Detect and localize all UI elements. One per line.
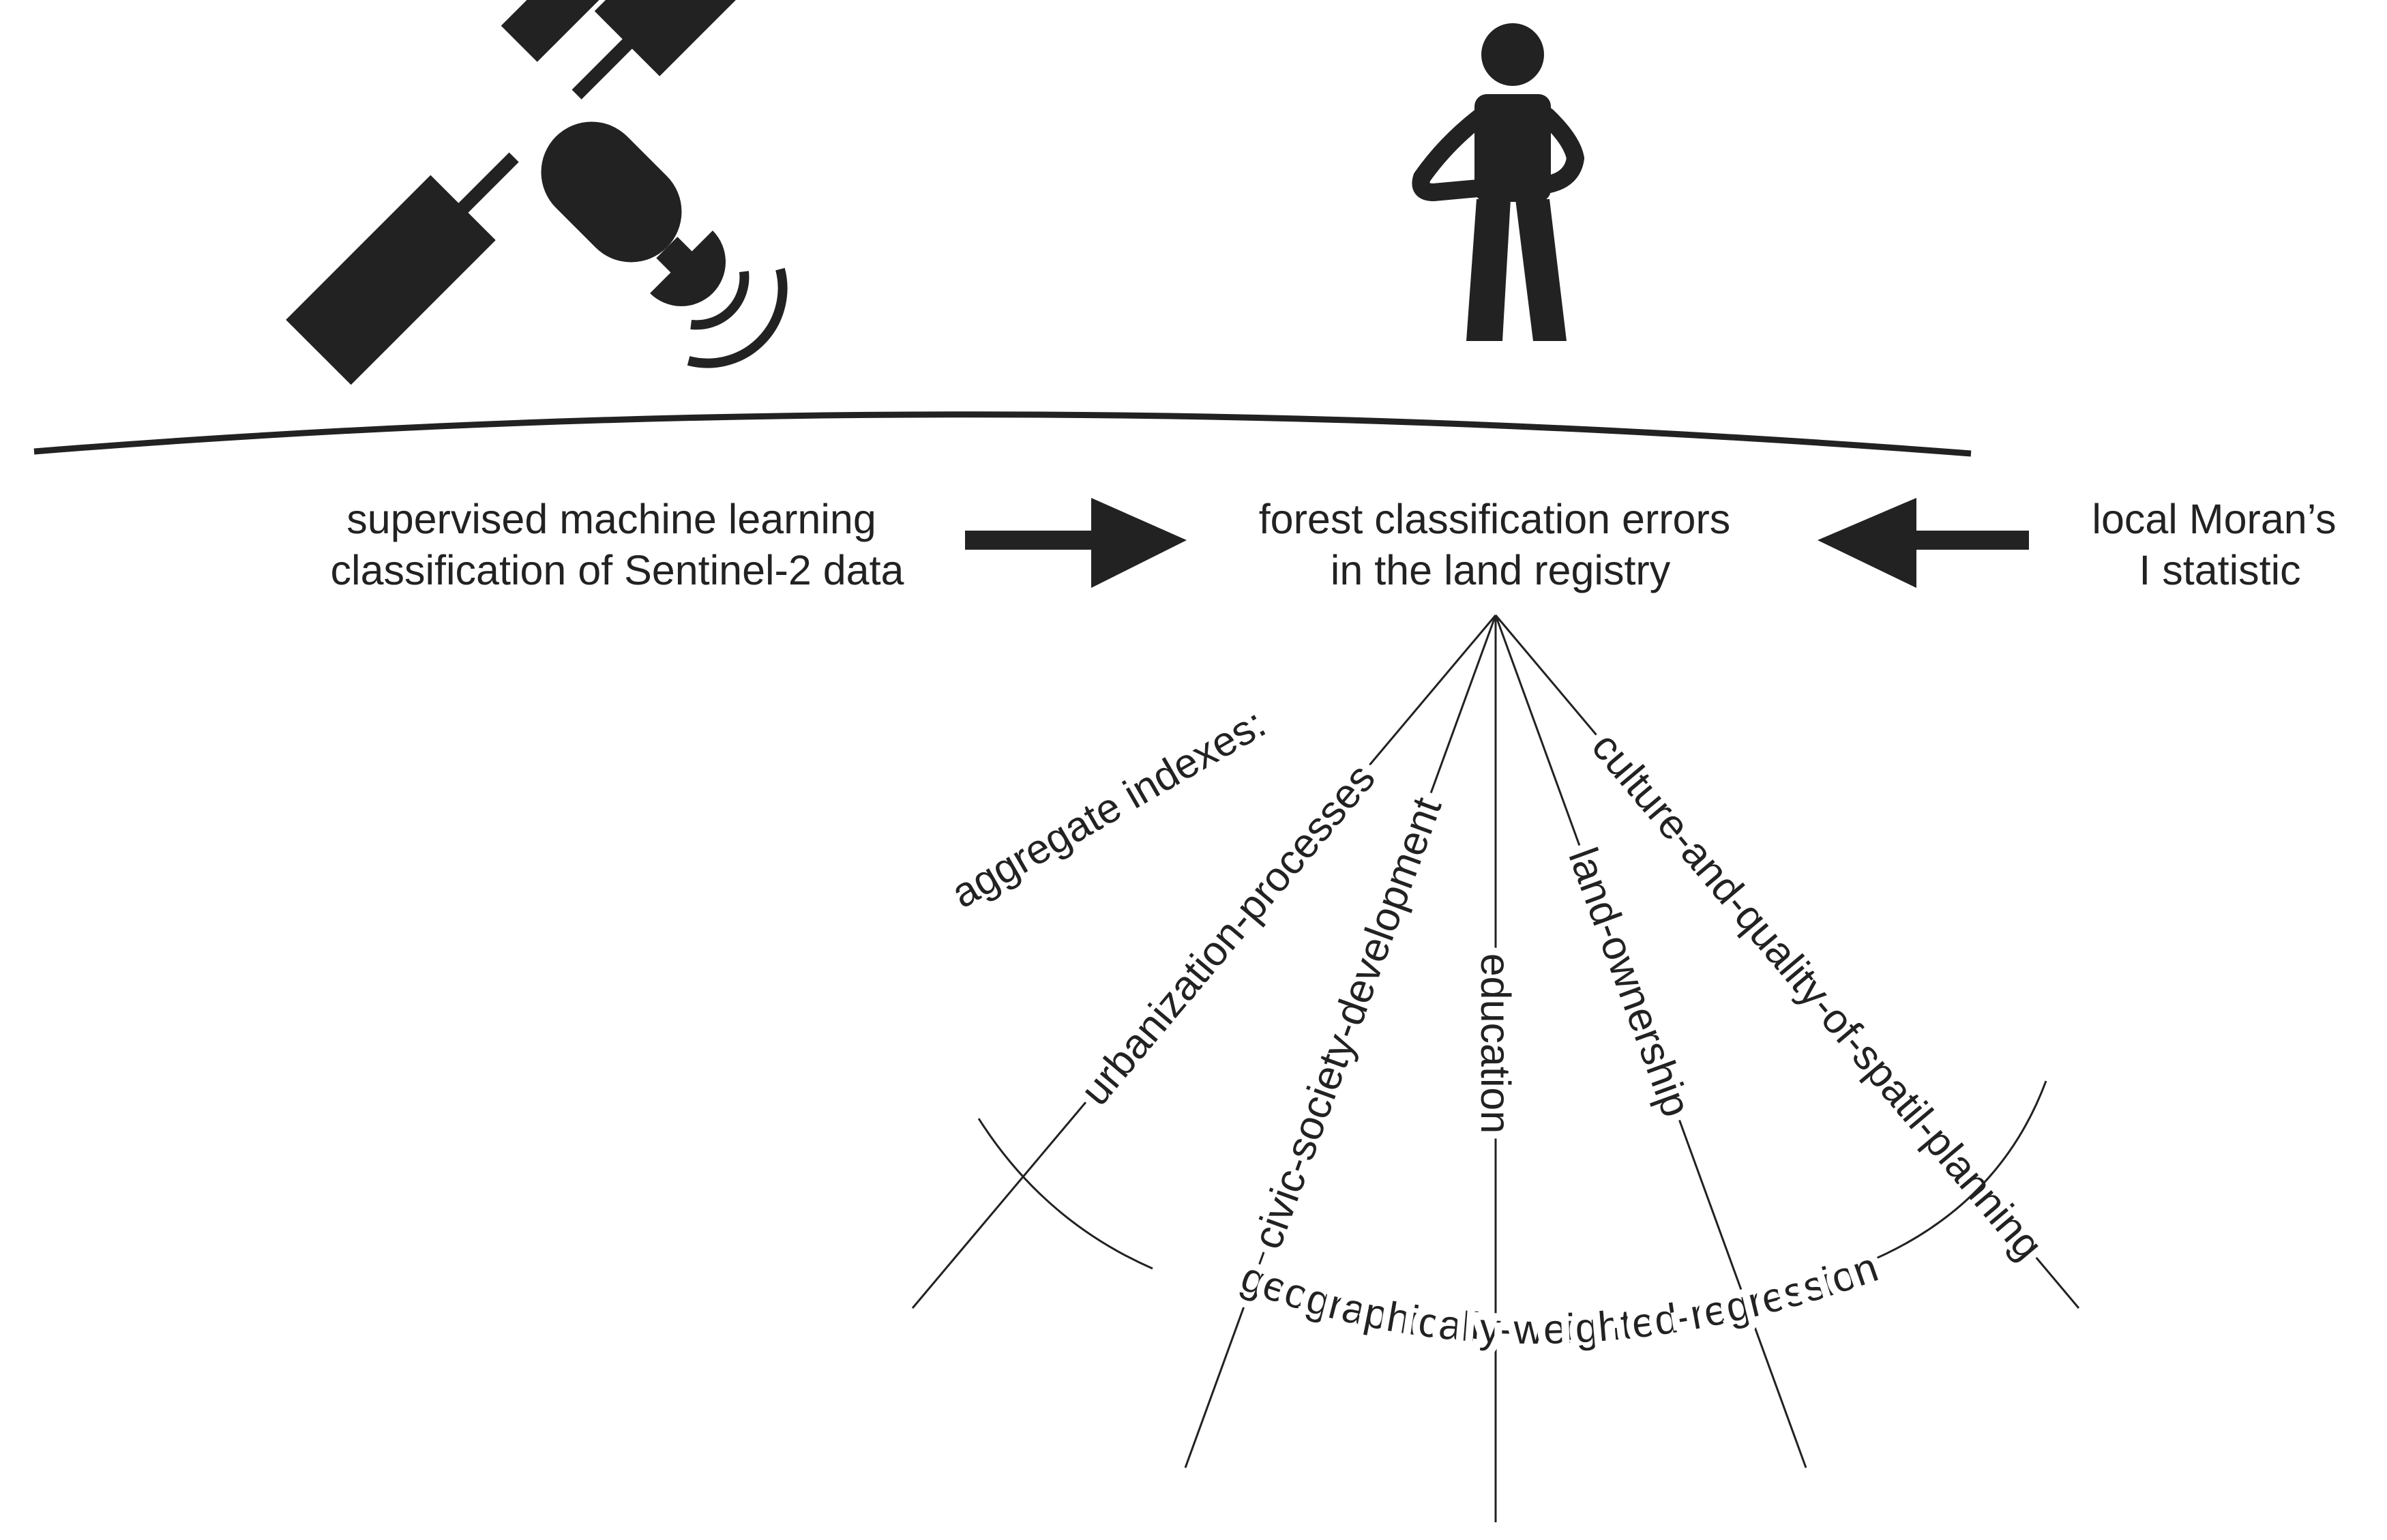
index-label-education: education bbox=[1472, 953, 1519, 1134]
right-input-label: local Moran’s I statistic bbox=[2092, 496, 2347, 593]
indexes-heading: aggregate indexes: bbox=[943, 700, 1273, 917]
ray-line-civic-society bbox=[1184, 614, 1497, 1468]
right-input-line-1: local Moran’s bbox=[2092, 496, 2336, 542]
ray-line-land-ownership bbox=[1494, 614, 1807, 1468]
left-arrow bbox=[965, 498, 1187, 588]
center-target-label: forest classification errors in the land… bbox=[1259, 496, 1743, 593]
left-input-line-2: classification of Sentinel-2 data bbox=[331, 547, 904, 593]
index-labels: urbanization-processes civic-society-dev… bbox=[1064, 716, 2060, 1276]
right-input-line-2: I statistic bbox=[2139, 547, 2300, 593]
ray-line-urbanization bbox=[911, 614, 1497, 1309]
left-input-label: supervised machine learning classificati… bbox=[331, 496, 904, 593]
center-target-line-2: in the land registry bbox=[1331, 547, 1671, 593]
ray-line-culture-planning bbox=[1494, 614, 2080, 1309]
center-target-line-1: forest classification errors bbox=[1259, 496, 1731, 542]
right-arrow bbox=[1818, 498, 2029, 588]
gwr-arc-right bbox=[1820, 1080, 2047, 1280]
person-icon bbox=[1412, 23, 1584, 341]
gwr-label: geographically-weighted-regression bbox=[1235, 1243, 1884, 1352]
satellite-icon bbox=[286, 0, 805, 385]
horizon-line bbox=[33, 411, 1972, 457]
left-input-line-1: supervised machine learning bbox=[346, 496, 876, 542]
gwr-arc-left bbox=[977, 1118, 1153, 1270]
index-fan bbox=[911, 614, 2080, 1522]
index-label-land-ownership: land-ownership bbox=[1560, 842, 1700, 1123]
